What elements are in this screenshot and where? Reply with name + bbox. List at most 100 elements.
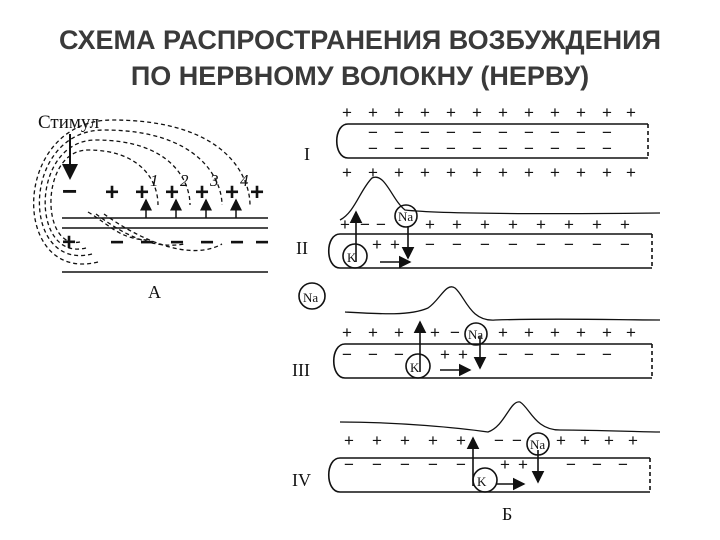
svg-text:+: +	[340, 215, 350, 234]
svg-text:−: −	[200, 229, 214, 256]
svg-text:+: +	[394, 103, 404, 122]
svg-text:+: +	[550, 163, 560, 182]
ion-k-circle-ii	[342, 243, 368, 269]
svg-text:−: −	[368, 345, 378, 364]
svg-text:+: +	[372, 431, 382, 450]
svg-text:−: −	[576, 139, 586, 158]
svg-text:−: −	[508, 235, 518, 254]
stimulus-label: Стимул	[38, 112, 100, 133]
svg-text:+: +	[342, 163, 352, 182]
svg-text:+: +	[472, 103, 482, 122]
step-label-3: 3	[209, 171, 219, 190]
diagram-title: СХЕМА РАСПРОСТРАНЕНИЯ ВОЗБУЖДЕНИЯ ПО НЕР…	[0, 22, 720, 94]
stage-iv-potential-curve	[339, 401, 661, 433]
stage-iv-fiber	[327, 401, 661, 493]
svg-text:+: +	[458, 345, 468, 364]
svg-text:+: +	[368, 163, 378, 182]
svg-text:+: +	[620, 215, 630, 234]
stage-iii-fiber	[332, 286, 661, 379]
svg-text:−: −	[524, 123, 534, 142]
svg-text:−: −	[550, 139, 560, 158]
svg-text:−: −	[394, 345, 404, 364]
svg-text:+: +	[62, 229, 76, 256]
svg-text:−: −	[456, 455, 466, 474]
stage-labels: I II III IV	[292, 144, 311, 490]
panel-a-caption: А	[148, 282, 161, 302]
panel-b-caption: Б	[502, 504, 512, 524]
svg-text:−: −	[376, 215, 386, 234]
svg-text:+: +	[550, 103, 560, 122]
svg-text:−: −	[428, 455, 438, 474]
svg-text:−: −	[498, 345, 508, 364]
ion-na-label-free: Na	[303, 290, 318, 305]
svg-text:−: −	[550, 123, 560, 142]
svg-text:+: +	[430, 323, 440, 342]
svg-text:+: +	[390, 235, 400, 254]
svg-text:−: −	[564, 235, 574, 254]
svg-text:−: −	[368, 123, 378, 142]
svg-text:+: +	[372, 235, 382, 254]
svg-text:+: +	[602, 103, 612, 122]
svg-text:+: +	[250, 179, 264, 206]
svg-text:+: +	[576, 163, 586, 182]
stage-i-fiber	[335, 123, 649, 159]
svg-text:+: +	[602, 163, 612, 182]
svg-text:−: −	[140, 229, 154, 256]
svg-text:−: −	[602, 123, 612, 142]
svg-text:+: +	[342, 323, 352, 342]
svg-text:+: +	[498, 103, 508, 122]
svg-text:+: +	[368, 103, 378, 122]
svg-text:−: −	[480, 235, 490, 254]
svg-text:−: −	[524, 345, 534, 364]
ion-k-circle-iii	[405, 353, 431, 379]
svg-text:−: −	[368, 139, 378, 158]
svg-text:+: +	[394, 163, 404, 182]
svg-text:−: −	[400, 455, 410, 474]
svg-text:−: −	[512, 431, 522, 450]
svg-text:−: −	[524, 139, 534, 158]
local-currents	[33, 119, 251, 265]
step-label-2: 2	[180, 171, 189, 190]
svg-text:−: −	[620, 235, 630, 254]
svg-text:+: +	[498, 163, 508, 182]
svg-text:−: −	[394, 123, 404, 142]
svg-text:−: −	[372, 455, 382, 474]
svg-text:−: −	[420, 123, 430, 142]
ion-k-circle-iv	[472, 467, 498, 493]
step-label-4: 4	[240, 171, 249, 190]
panel-b	[298, 123, 661, 493]
ion-na-circle-iii	[464, 322, 488, 346]
svg-text:+: +	[425, 215, 435, 234]
svg-text:−: −	[498, 123, 508, 142]
svg-text:+: +	[518, 455, 528, 474]
svg-text:+: +	[592, 215, 602, 234]
ion-k-label-ii: K	[347, 250, 357, 265]
ion-na-label-iv: Na	[530, 437, 545, 452]
stage-ii-potential-curve	[339, 176, 661, 221]
svg-text:+: +	[456, 431, 466, 450]
stage-ii-fiber	[327, 176, 661, 269]
svg-text:+: +	[576, 323, 586, 342]
svg-text:+: +	[446, 163, 456, 182]
svg-text:+: +	[604, 431, 614, 450]
svg-text:−: −	[566, 455, 576, 474]
svg-text:+: +	[420, 103, 430, 122]
svg-text:−: −	[592, 235, 602, 254]
panel-a-charges: − + + + + + + + − − − − − −	[62, 176, 269, 256]
panel-a: Стимул − + + + + + +	[33, 112, 269, 302]
svg-text:−: −	[618, 455, 628, 474]
svg-text:−: −	[420, 139, 430, 158]
svg-text:+: +	[576, 103, 586, 122]
svg-text:+: +	[446, 103, 456, 122]
title-line-1: СХЕМА РАСПРОСТРАНЕНИЯ ВОЗБУЖДЕНИЯ	[58, 25, 661, 55]
svg-text:−: −	[498, 139, 508, 158]
svg-text:−: −	[62, 176, 77, 206]
ion-k-label-iv: K	[477, 474, 487, 489]
svg-text:−: −	[255, 229, 269, 256]
svg-text:+: +	[626, 103, 636, 122]
svg-text:+: +	[420, 163, 430, 182]
ion-k-label-iii: K	[410, 360, 420, 375]
svg-text:+: +	[452, 215, 462, 234]
stage-label-iii: III	[292, 360, 310, 380]
svg-text:+: +	[602, 323, 612, 342]
